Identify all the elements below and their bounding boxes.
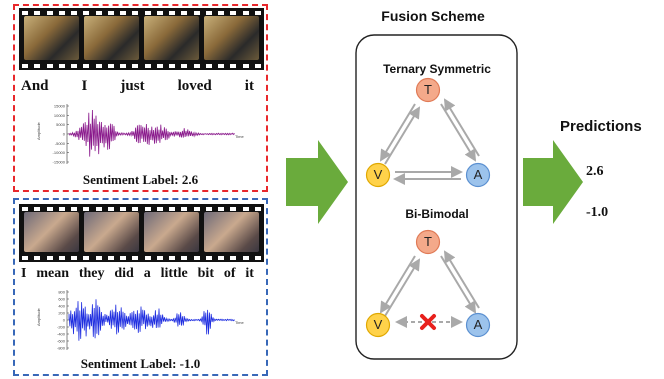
x-axis-label: Time [235,134,245,139]
y-axis-label: Amplitude [36,121,41,140]
cross-icon [420,314,436,330]
transcript-word: of [223,266,236,281]
sentiment-label-1: Sentiment Label: 2.6 [82,172,199,187]
video-frame [84,16,139,60]
waveform-path [68,299,235,341]
video-frame [24,16,79,60]
node-v-1 [365,162,391,188]
video-frame [84,212,139,252]
video-frame [204,16,259,60]
transcript-word: just [120,78,145,94]
transcript-word: a [143,266,151,281]
node-a-label: A [473,167,483,182]
transcript-word: I [81,78,88,94]
y-tick-label: -400 [57,332,66,337]
y-axis-label: Amplitude [36,307,41,326]
video-frame [144,16,199,60]
transcript-word: bit [197,266,214,281]
node-v-2 [365,312,391,338]
y-tick-label: -5000 [55,141,66,146]
audio-waveform: 15000 10000 5000 0 -5000 -10000 -15000 Amplitu… [36,104,245,165]
transcript-word: it [245,266,254,281]
node-t-label: T [424,82,432,97]
ternary-arrows [379,98,480,185]
y-tick-label: -10000 [53,150,66,155]
node-v-label: V [373,167,383,182]
y-tick-label: 0 [63,318,66,323]
y-tick-label: -600 [57,339,66,344]
y-tick-label: 15000 [54,104,66,109]
node-a-2 [465,312,491,338]
video-frame [204,212,259,252]
video-frame [144,212,199,252]
transcript-word: they [78,266,105,281]
prediction-value-1: 2.6 [586,164,604,179]
node-a-label: A [473,317,483,332]
y-tick-label: -200 [57,325,66,330]
y-tick-label: 0 [63,132,66,137]
node-t-label: T [424,234,432,249]
video-frame [24,212,79,252]
y-tick-label: -15000 [53,160,66,165]
transcript-word: loved [177,78,212,94]
transcript-word: And [21,78,49,94]
node-v-label: V [373,317,383,332]
video-filmstrip [19,204,264,262]
node-t-1 [415,77,441,103]
bibimodal-arrows [379,250,480,328]
y-tick-label: 5000 [56,122,66,127]
y-tick-label: 600 [58,297,65,302]
predictions-title: Predictions [560,118,642,135]
transcript-word: did [114,266,134,281]
waveform-path [68,109,235,157]
input-arrow [286,140,348,224]
prediction-value-2: -1.0 [586,205,609,220]
y-tick-label: 800 [58,290,65,295]
scheme-bibimodal-label: Bi-Bimodal [405,207,469,221]
x-axis-label: Time [235,320,245,325]
fusion-panel [355,34,518,360]
sentiment-label-2: Sentiment Label: -1.0 [80,356,201,371]
transcript-word: little [160,266,188,281]
y-tick-label: 200 [58,311,65,316]
node-a-1 [465,162,491,188]
transcript-word: I [21,266,27,281]
y-tick-label: -800 [57,346,66,351]
output-arrow [523,140,583,224]
video-filmstrip [19,8,264,70]
y-tick-label: 10000 [54,113,66,118]
transcript-word: it [244,78,254,94]
fusion-scheme-title: Fusion Scheme [381,8,485,24]
transcript-word: mean [36,266,69,281]
node-t-2 [415,229,441,255]
y-tick-label: 400 [58,304,65,309]
scheme-ternary-label: Ternary Symmetric [383,62,491,76]
